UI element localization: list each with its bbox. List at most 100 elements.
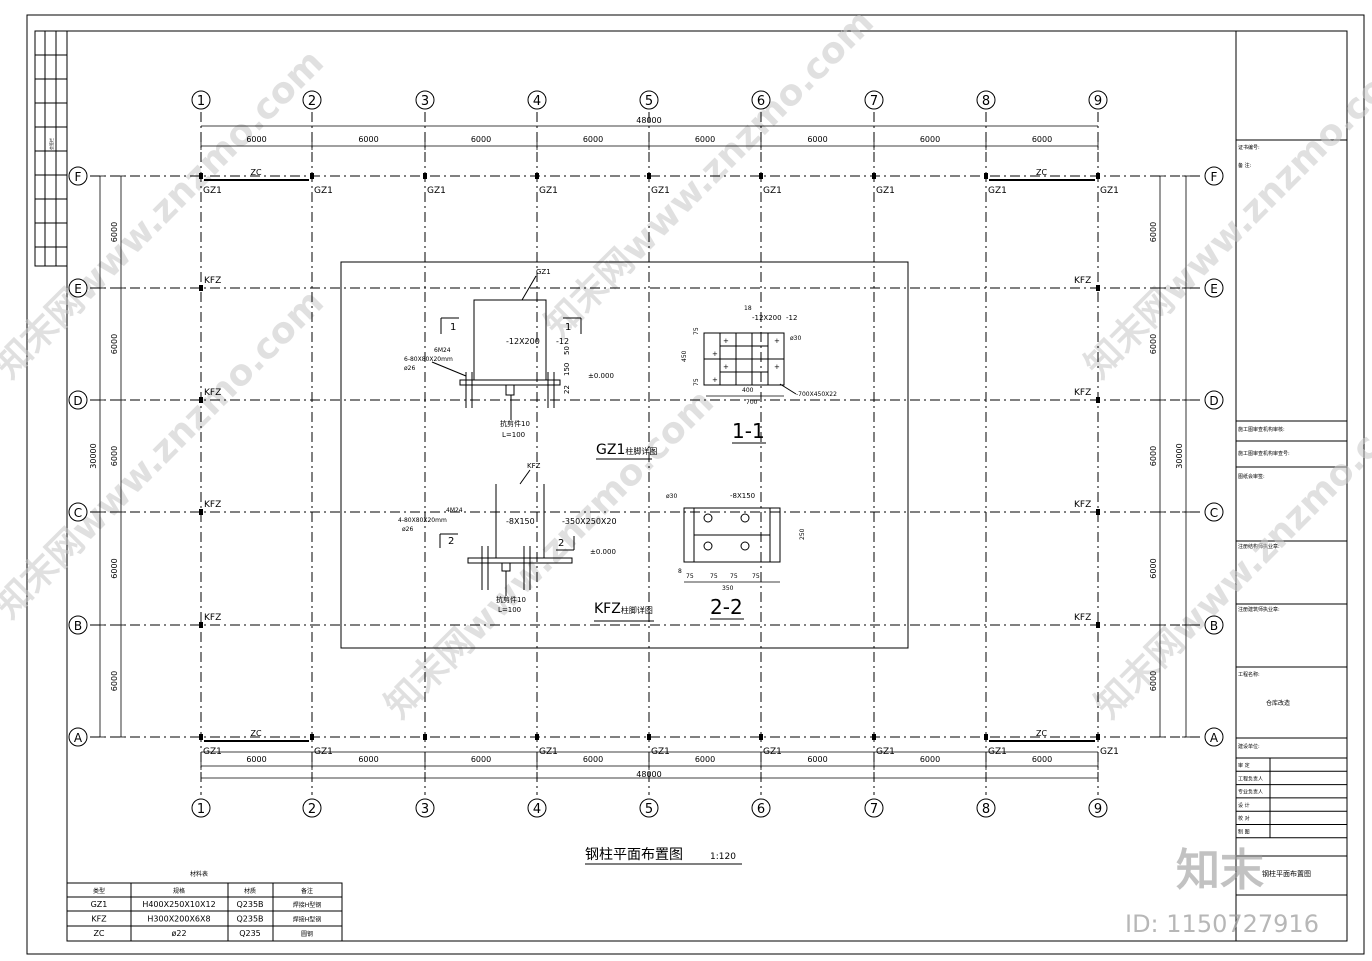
bay-dimension: 6000 bbox=[471, 755, 491, 764]
row-bubble-E bbox=[1204, 278, 1224, 298]
svg-text:ID: 1150727916: ID: 1150727916 bbox=[1125, 910, 1319, 938]
material-table-cell: Q235B bbox=[236, 900, 263, 909]
svg-text:抗剪件10: 抗剪件10 bbox=[496, 595, 526, 604]
row-bubble-F bbox=[68, 166, 88, 186]
gz1-column-mark bbox=[759, 734, 763, 740]
column-number: 6 bbox=[757, 94, 765, 109]
zc-label: ZC bbox=[251, 168, 262, 177]
gz1-label: GZ1 bbox=[988, 186, 1007, 196]
material-table-cell: H300X200X6X8 bbox=[147, 915, 210, 924]
gz1-column-mark bbox=[872, 173, 876, 179]
bay-dimension: 6000 bbox=[110, 671, 119, 691]
column-bubble-6 bbox=[751, 798, 771, 818]
bay-dimension: 6000 bbox=[1032, 755, 1052, 764]
svg-text:350: 350 bbox=[722, 585, 734, 592]
svg-text:-12: -12 bbox=[786, 314, 797, 322]
svg-text:材料表: 材料表 bbox=[190, 870, 208, 878]
svg-text:75: 75 bbox=[710, 573, 718, 580]
row-bubble-A bbox=[68, 727, 88, 747]
material-table-cell: Q235B bbox=[236, 915, 263, 924]
svg-text:知末网www.znzmo.com: 知末网www.znzmo.com bbox=[377, 382, 721, 726]
svg-text:L=100: L=100 bbox=[498, 606, 521, 614]
svg-text:-12: -12 bbox=[556, 337, 569, 346]
gz1-column-mark bbox=[423, 734, 427, 740]
svg-text:-700X450X22: -700X450X22 bbox=[796, 391, 837, 398]
bay-dimension: 6000 bbox=[110, 446, 119, 466]
row-letter: E bbox=[1210, 282, 1218, 296]
gz1-column-mark bbox=[984, 173, 988, 179]
material-table-cell: GZ1 bbox=[91, 900, 108, 909]
svg-text:-12X200: -12X200 bbox=[752, 314, 782, 322]
kfz-label: KFZ bbox=[1074, 500, 1091, 510]
svg-text:700: 700 bbox=[746, 399, 758, 406]
bay-dimension: 6000 bbox=[246, 135, 266, 144]
svg-text:150: 150 bbox=[563, 363, 571, 376]
column-bubble-4 bbox=[527, 90, 547, 110]
tb-cert-no: 证书编号: bbox=[1238, 144, 1260, 151]
bay-dimension: 6000 bbox=[1149, 222, 1158, 242]
gz1-column-mark bbox=[759, 173, 763, 179]
column-number: 4 bbox=[533, 802, 541, 817]
kfz-column-label: KFZ bbox=[527, 462, 541, 470]
tb-structural-seal: 注册结构师执业章: bbox=[1238, 543, 1280, 550]
material-table-cell: H400X250X10X12 bbox=[142, 900, 215, 909]
row-letter: F bbox=[1211, 170, 1218, 184]
svg-text:1:120: 1:120 bbox=[710, 852, 736, 862]
zc-label: ZC bbox=[1036, 729, 1047, 738]
gz1-column-mark bbox=[535, 734, 539, 740]
gz1-column-mark bbox=[199, 173, 203, 179]
gz1-column-mark bbox=[647, 734, 651, 740]
column-number: 9 bbox=[1094, 94, 1102, 109]
svg-text:会签栏: 会签栏 bbox=[48, 138, 54, 150]
column-bubble-8 bbox=[976, 90, 996, 110]
column-bubble-9 bbox=[1088, 798, 1108, 818]
svg-text:22: 22 bbox=[563, 385, 571, 394]
bay-dimension: 6000 bbox=[1032, 135, 1052, 144]
svg-text:4-80X80X20mm: 4-80X80X20mm bbox=[398, 517, 447, 524]
section-2-2-title: 2-2 bbox=[710, 595, 743, 619]
row-bubble-E bbox=[68, 278, 88, 298]
bay-dimension: 6000 bbox=[695, 135, 715, 144]
svg-text:450: 450 bbox=[681, 350, 688, 362]
kfz-label: KFZ bbox=[204, 613, 221, 623]
gz1-label: GZ1 bbox=[203, 186, 222, 196]
gz1-label: GZ1 bbox=[651, 747, 670, 757]
outer-border bbox=[26, 14, 1365, 955]
column-number: 8 bbox=[982, 94, 990, 109]
tb-project-name-label: 工程名称: bbox=[1238, 671, 1260, 678]
column-bubble-8 bbox=[976, 798, 996, 818]
svg-text:L=100: L=100 bbox=[502, 431, 525, 439]
section-1-1: + + + + + + 18 -12X200 -12 ø30 -700X450X… bbox=[681, 305, 837, 444]
bay-dimension: 6000 bbox=[246, 755, 266, 764]
bay-dimension: 6000 bbox=[110, 558, 119, 578]
bay-dimension: 6000 bbox=[583, 755, 603, 764]
gz1-column-mark bbox=[647, 173, 651, 179]
row-bubble-B bbox=[68, 615, 88, 635]
svg-text:75: 75 bbox=[693, 378, 700, 386]
tb-architect-seal: 注册建筑师执业章: bbox=[1238, 606, 1280, 613]
svg-text:4M24: 4M24 bbox=[446, 507, 463, 514]
column-number: 7 bbox=[870, 94, 878, 109]
row-bubble-D bbox=[1204, 390, 1224, 410]
row-letter: A bbox=[74, 731, 83, 745]
detail-box: 1 1 GZ1 -12X200 -12 6M24 6-80X80X20mm ø2… bbox=[340, 261, 909, 649]
column-number: 5 bbox=[645, 94, 653, 109]
svg-text:8: 8 bbox=[678, 568, 682, 575]
svg-text:+: + bbox=[712, 376, 718, 384]
svg-text:-12X200: -12X200 bbox=[506, 337, 540, 346]
column-number: 1 bbox=[197, 802, 205, 817]
bay-dimension: 6000 bbox=[1149, 334, 1158, 354]
bay-dimension: 6000 bbox=[1149, 446, 1158, 466]
row-letter: C bbox=[74, 506, 82, 520]
svg-text:50: 50 bbox=[563, 346, 571, 355]
kfz-label: KFZ bbox=[204, 500, 221, 510]
column-number: 3 bbox=[421, 802, 429, 817]
column-bubble-2 bbox=[302, 90, 322, 110]
svg-text:+: + bbox=[723, 337, 729, 345]
svg-text:知末网www.znzmo.com: 知末网www.znzmo.com bbox=[1077, 42, 1372, 386]
gz1-column-mark bbox=[423, 173, 427, 179]
bay-dimension: 6000 bbox=[807, 755, 827, 764]
bay-dimension: 6000 bbox=[1149, 558, 1158, 578]
column-number: 7 bbox=[870, 802, 878, 817]
